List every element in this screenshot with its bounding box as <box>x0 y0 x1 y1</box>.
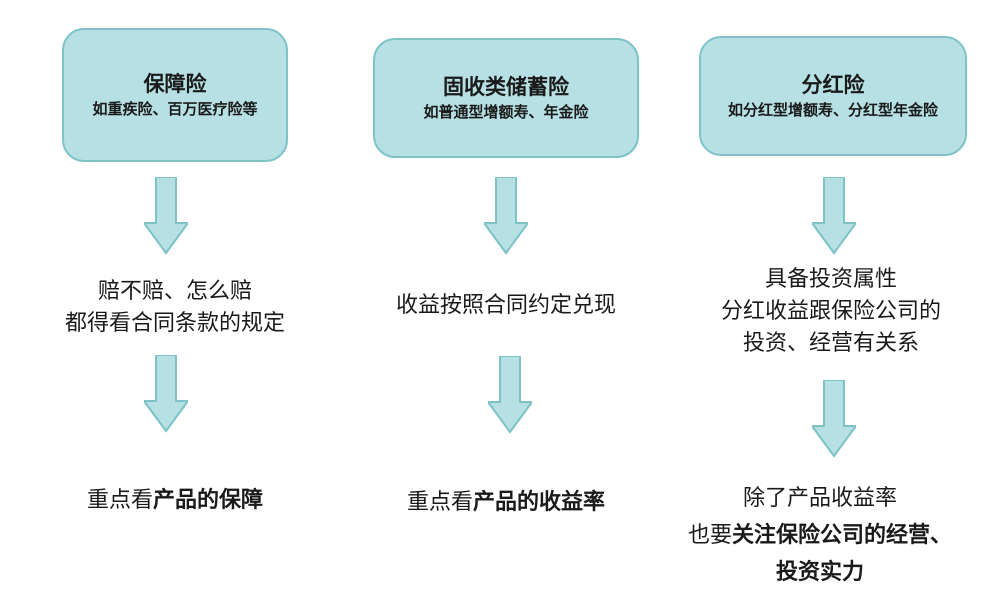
down-arrow-icon <box>484 177 528 255</box>
box-subtitle: 如普通型增额寿、年金险 <box>423 103 589 121</box>
mid-line: 赔不赔、怎么赔 <box>97 279 252 304</box>
mid-text: 赔不赔、怎么赔 都得看合同条款的规定 <box>20 276 330 340</box>
mid-line: 都得看合同条款的规定 <box>64 311 285 336</box>
bottom-normal: 除了产品收益率 <box>742 486 897 511</box>
mid-text: 收益按照合同约定兑现 <box>345 290 667 322</box>
bottom-bold: 产品的保障 <box>153 487 264 513</box>
bottom-text: 除了产品收益率 也要关注保险公司的经营、 投资实力 <box>655 480 985 591</box>
down-arrow-icon <box>144 177 188 255</box>
bottom-normal: 重点看 <box>406 490 473 515</box>
bottom-normal: 重点看 <box>86 488 153 513</box>
bottom-bold: 投资实力 <box>775 559 864 585</box>
box-title: 分红险 <box>801 72 865 97</box>
box-subtitle: 如分红型增额寿、分红型年金险 <box>727 101 938 119</box>
box-protection-insurance: 保障险 如重疾险、百万医疗险等 <box>62 28 288 162</box>
down-arrow-icon <box>812 177 856 255</box>
bottom-normal: 也要 <box>687 523 732 548</box>
mid-line: 投资、经营有关系 <box>742 331 919 356</box>
down-arrow-icon <box>812 380 856 458</box>
box-title: 保障险 <box>143 71 207 96</box>
box-subtitle: 如重疾险、百万医疗险等 <box>92 100 258 118</box>
mid-line: 具备投资属性 <box>764 267 897 292</box>
box-title: 固收类储蓄险 <box>443 74 569 99</box>
down-arrow-icon <box>488 356 532 434</box>
box-dividend-insurance: 分红险 如分红型增额寿、分红型年金险 <box>699 36 967 156</box>
bottom-bold: 关注保险公司的经营、 <box>732 522 953 548</box>
mid-text: 具备投资属性 分红收益跟保险公司的 投资、经营有关系 <box>675 264 987 360</box>
bottom-text: 重点看产品的收益率 <box>345 486 667 519</box>
box-fixed-income-savings: 固收类储蓄险 如普通型增额寿、年金险 <box>373 38 639 158</box>
down-arrow-icon <box>144 355 188 433</box>
mid-line: 收益按照合同约定兑现 <box>395 293 616 318</box>
bottom-bold: 产品的收益率 <box>473 489 606 515</box>
mid-line: 分红收益跟保险公司的 <box>720 299 941 324</box>
bottom-text: 重点看产品的保障 <box>20 484 330 517</box>
